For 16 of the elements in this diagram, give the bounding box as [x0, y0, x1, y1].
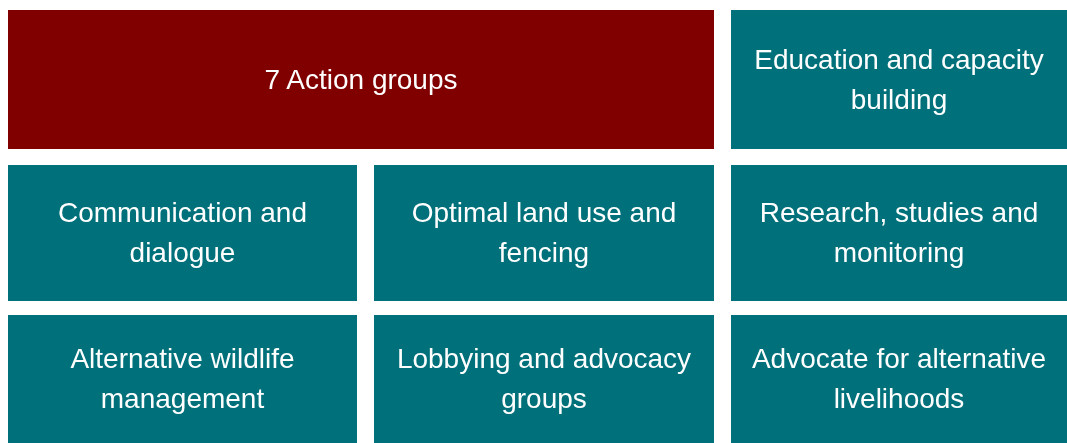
group-box	[374, 315, 714, 443]
group-box	[731, 165, 1067, 301]
heading-box	[8, 10, 714, 149]
box-label: Advocate for alternative livelihoods	[750, 342, 1048, 416]
group-box	[374, 165, 714, 301]
box-label: Communication and dialogue	[57, 196, 308, 270]
box-label: Education and capacity building	[753, 42, 1045, 117]
box-label: Optimal land use and fencing	[410, 196, 678, 270]
box-label: Research, studies and monitoring	[758, 196, 1040, 270]
group-box	[8, 165, 357, 301]
group-box	[8, 315, 357, 443]
box-label: 7 Action groups	[264, 62, 458, 97]
box-label: Alternative wildlife management	[69, 342, 296, 416]
group-box	[731, 10, 1067, 149]
box-label: Lobbying and advocacy groups	[395, 342, 693, 416]
group-box	[731, 315, 1067, 443]
